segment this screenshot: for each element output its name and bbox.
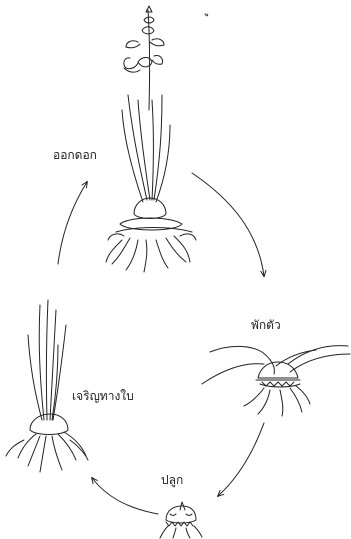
stage-label-planting: ปลูก xyxy=(161,473,183,487)
stage-label-leaf-growth: เจริญทางใบ xyxy=(72,389,134,403)
arrow-plant-to-growth xyxy=(92,478,158,514)
arrow-dormant-to-plant xyxy=(218,423,264,496)
stage-label-flowering: ออกดอก xyxy=(53,148,97,162)
arrow-growth-to-flower xyxy=(58,182,87,264)
flowering-plant-drawing xyxy=(106,6,196,272)
stage-label-dormancy: พักตัว xyxy=(251,318,281,332)
dormant-corm-drawing xyxy=(202,346,350,416)
planting-corm-drawing xyxy=(160,502,202,538)
leaf-growth-plant-drawing xyxy=(6,300,88,472)
arrow-flower-to-dormant xyxy=(192,173,264,276)
